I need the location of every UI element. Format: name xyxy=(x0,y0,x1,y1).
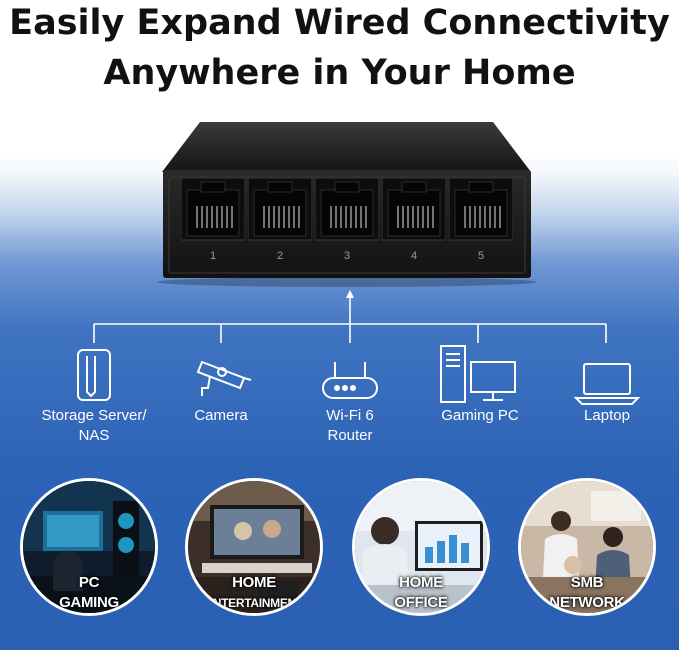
scenario-home-office: HOME OFFICE xyxy=(352,478,490,616)
device-camera: Camera xyxy=(156,342,286,426)
smb-network-photo xyxy=(521,481,653,613)
port-number: 1 xyxy=(209,250,217,262)
port-number: 2 xyxy=(276,250,284,262)
ethernet-port-3[interactable]: 3 xyxy=(314,177,380,262)
scenario-caption: HOME OFFICE xyxy=(355,573,487,613)
router-icon xyxy=(322,362,378,399)
headline: Easily Expand Wired Connectivity Anywher… xyxy=(0,0,679,96)
caption-line-2: GAMING xyxy=(59,594,119,611)
port-row: 1 2 xyxy=(171,177,519,262)
device-label: Gaming PC xyxy=(441,407,519,424)
network-switch: 1 2 xyxy=(0,0,679,300)
ethernet-port-2[interactable]: 2 xyxy=(247,177,313,262)
headline-line-2: Anywhere in Your Home xyxy=(103,53,576,93)
ethernet-port-4[interactable]: 4 xyxy=(381,177,447,262)
caption-line-2: OFFICE xyxy=(394,594,448,611)
device-label: Wi-Fi 6 Router xyxy=(326,407,374,444)
scenario-caption: HOME ENTERTAINMENT xyxy=(188,573,320,613)
device-label: Camera xyxy=(194,407,248,424)
device-label: Storage Server/ NAS xyxy=(41,407,147,444)
scenario-home-entertainment: HOME ENTERTAINMENT xyxy=(185,478,323,616)
ethernet-port-5[interactable]: 5 xyxy=(448,177,514,262)
caption-line-2: ENTERTAINMENT xyxy=(205,596,303,610)
caption-line-1: SMB xyxy=(570,574,604,591)
desktop-pc-icon xyxy=(440,345,516,403)
caption-line-2: NETWORK xyxy=(549,594,625,611)
pc-gaming-photo xyxy=(23,481,155,613)
connection-lines xyxy=(93,290,607,343)
scenario-caption: SMB NETWORK xyxy=(521,573,653,613)
scenario-smb-network: SMB NETWORK xyxy=(518,478,656,616)
device-laptop: Laptop xyxy=(542,342,672,426)
camera-icon xyxy=(196,360,252,396)
headline-line-1: Easily Expand Wired Connectivity xyxy=(9,3,670,43)
scenario-pc-gaming: PC GAMING xyxy=(20,478,158,616)
device-label: Laptop xyxy=(584,407,630,424)
scenario-caption: PC GAMING xyxy=(23,573,155,613)
home-entertainment-photo xyxy=(188,481,320,613)
device-nas: Storage Server/ NAS xyxy=(29,342,159,446)
nas-icon xyxy=(77,349,111,401)
caption-line-1: PC xyxy=(78,574,100,591)
caption-line-1: HOME xyxy=(232,574,276,591)
device-gaming-pc: Gaming PC xyxy=(415,342,545,426)
ethernet-port-1[interactable]: 1 xyxy=(180,177,246,262)
port-number: 5 xyxy=(477,250,485,262)
port-number: 4 xyxy=(410,250,418,262)
device-router: Wi-Fi 6 Router xyxy=(285,342,415,446)
caption-line-1: HOME xyxy=(399,574,443,591)
port-number: 3 xyxy=(343,250,351,262)
home-office-photo xyxy=(355,481,487,613)
laptop-icon xyxy=(573,363,641,405)
